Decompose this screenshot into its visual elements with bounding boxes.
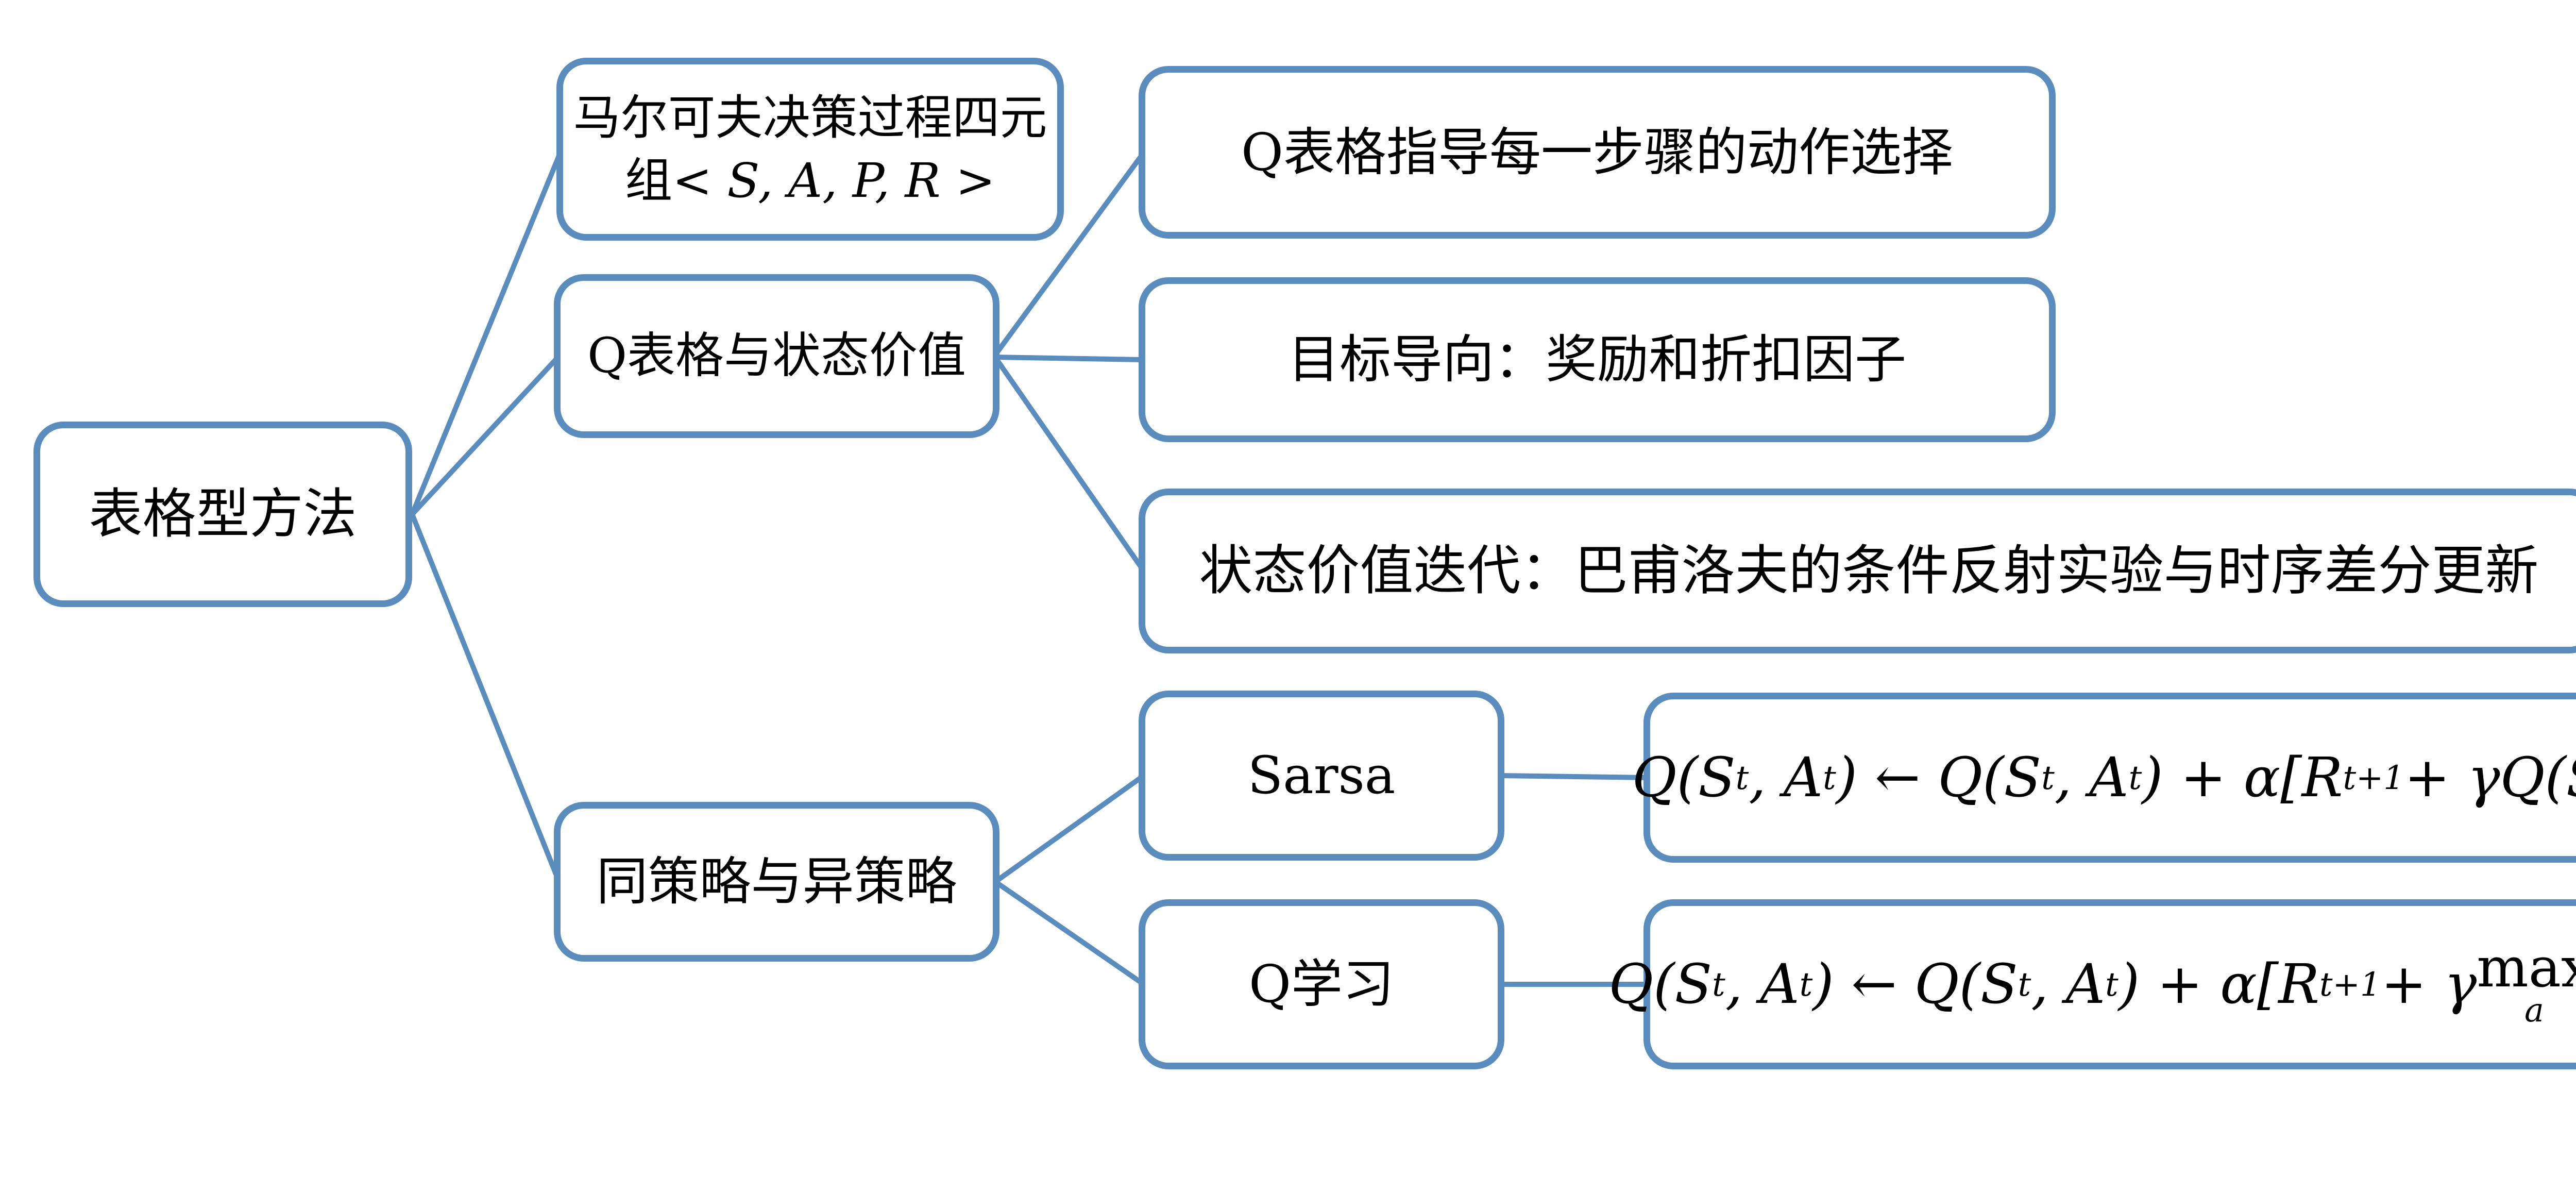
- node-root-label: 表格型方法: [89, 482, 357, 546]
- node-valueiter-label: 状态价值迭代：巴甫洛夫的条件反射实验与时序差分更新: [1199, 539, 2539, 602]
- node-qlearning: Q学习: [1139, 899, 1504, 1069]
- node-sarsa-label: Sarsa: [1247, 745, 1396, 805]
- connector-policy-sarsa: [994, 773, 1145, 884]
- node-qguide-label: Q表格指导每一步骤的动作选择: [1241, 122, 1953, 182]
- node-qtable-state-value: Q表格与状态价值: [554, 274, 999, 438]
- node-mdp-tuple: 马尔可夫决策过程四元组< S, A, P, R >: [556, 58, 1064, 241]
- connector-qtable-qguide: [992, 151, 1146, 358]
- connector-root-mdp: [410, 148, 564, 515]
- connector-root-policy: [410, 513, 562, 883]
- node-sarsa: Sarsa: [1139, 691, 1504, 861]
- node-state-value-iteration: 状态价值迭代：巴甫洛夫的条件反射实验与时序差分更新: [1139, 489, 2576, 653]
- node-on-off-policy: 同策略与异策略: [554, 802, 999, 962]
- node-policy-label: 同策略与异策略: [596, 851, 957, 912]
- node-goal-oriented: 目标导向：奖励和折扣因子: [1139, 277, 2056, 442]
- node-root-tabular-methods: 表格型方法: [33, 422, 412, 607]
- node-qlearning-update-formula: Q(St, At) ← Q(St, At) + α[Rt+1 + γ maxa …: [1608, 899, 2576, 1069]
- connector-qtable-valueiter: [992, 355, 1146, 573]
- connector-sarsa-formula: [1500, 773, 1649, 780]
- node-sarsa-update-formula: Q(St, At) ← Q(St, At) + α[Rt+1 + γQ(St+1…: [1632, 693, 2576, 863]
- node-qtable-label: Q表格与状态价值: [587, 327, 967, 384]
- node-mdp-label-prefix: 马尔可夫决策过程四元组: [573, 90, 1047, 208]
- connector-qtable-goal: [994, 355, 1144, 362]
- node-qlearn-label: Q学习: [1249, 954, 1394, 1014]
- connector-root-qtable: [410, 354, 561, 516]
- node-goal-label: 目标导向：奖励和折扣因子: [1288, 329, 1906, 390]
- node-qtable-guides-actions: Q表格指导每一步骤的动作选择: [1139, 66, 2056, 239]
- node-mdp-label-math: < S, A, P, R >: [672, 153, 995, 208]
- connector-policy-qlearn: [994, 879, 1145, 987]
- node-mdp-label: 马尔可夫决策过程四元组< S, A, P, R >: [572, 87, 1048, 212]
- max-over-a-operator: maxa: [2477, 935, 2576, 1029]
